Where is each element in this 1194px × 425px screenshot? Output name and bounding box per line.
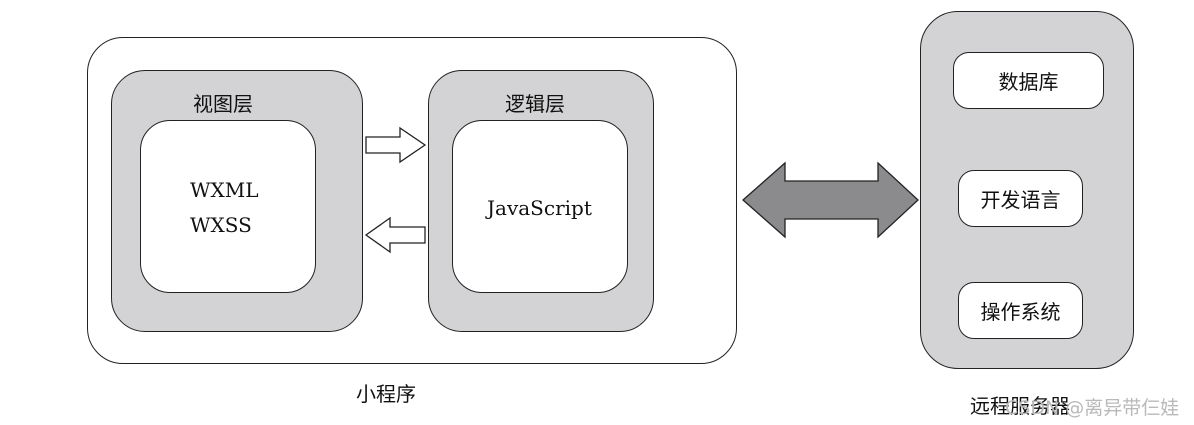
server-item-dev-language: 开发语言	[958, 170, 1083, 227]
bidirectional-arrow-icon	[742, 161, 919, 239]
watermark: CSDN @离异带仨娃	[1005, 397, 1180, 419]
logic-layer-javascript: JavaScript	[487, 196, 592, 220]
view-layer-wxml: WXML	[190, 178, 259, 202]
server-item-database: 数据库	[953, 52, 1104, 109]
view-layer-wxss: WXSS	[190, 213, 252, 237]
view-layer-title: 视图层	[193, 92, 253, 116]
logic-layer-content	[452, 120, 628, 293]
view-to-logic-arrow-icon	[365, 126, 427, 164]
mini-program-label: 小程序	[356, 382, 416, 406]
logic-layer-title: 逻辑层	[505, 92, 565, 116]
view-layer-content	[140, 120, 316, 293]
remote-server-label: 远程服务器	[970, 394, 1070, 418]
logic-to-view-arrow-icon	[364, 216, 426, 254]
server-item-os: 操作系统	[958, 282, 1083, 339]
